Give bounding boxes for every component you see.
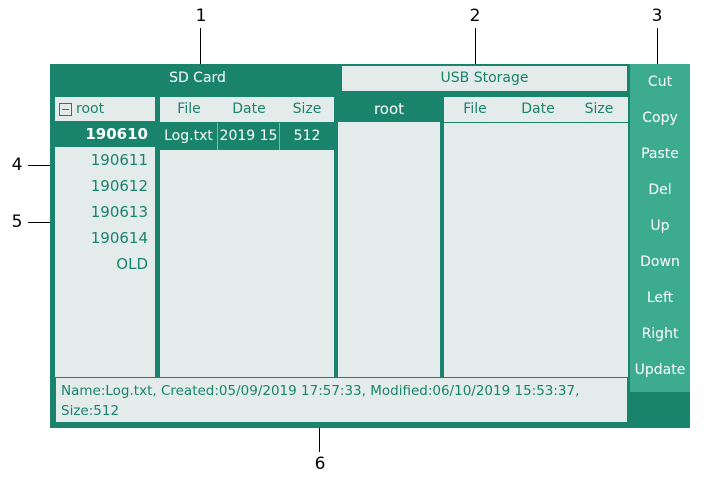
sd-file-size-cell: 512 xyxy=(293,128,321,144)
tab-usb-storage[interactable]: USB Storage xyxy=(342,66,627,91)
copy-button[interactable]: Copy xyxy=(642,110,678,126)
callout-leader-3 xyxy=(657,28,658,68)
sd-column-header-file[interactable]: File xyxy=(177,101,201,117)
usb-file-list-header: File Date Size xyxy=(444,97,628,123)
action-sidebar: Cut Copy Paste Del Up Down Left Right Up… xyxy=(630,64,690,392)
collapse-minus-icon[interactable] xyxy=(59,102,72,116)
down-button[interactable]: Down xyxy=(640,254,680,270)
callout-leader-1 xyxy=(200,28,201,70)
usb-tree-root-row[interactable]: root xyxy=(338,97,440,122)
sd-tree-root-row[interactable]: root xyxy=(55,97,155,121)
usb-column-header-file[interactable]: File xyxy=(463,101,487,117)
table-row[interactable]: Log.txt 2019 15 512 xyxy=(160,123,334,150)
callout-number-4: 4 xyxy=(11,155,23,175)
storage-tab-bar: SD Card USB Storage xyxy=(50,64,628,93)
usb-directory-tree-panel[interactable]: root xyxy=(338,97,440,405)
usb-tree-empty-area[interactable] xyxy=(338,122,440,405)
sd-tree-item-190612[interactable]: 190612 xyxy=(55,173,155,199)
sd-file-date-cell: 2019 15 xyxy=(218,123,280,150)
sd-file-list-panel[interactable]: File Date Size Log.txt 2019 15 512 xyxy=(160,97,334,405)
sd-tree-root-label: root xyxy=(76,101,105,117)
sd-tree-item-190610[interactable]: 190610 xyxy=(55,121,155,147)
left-button[interactable]: Left xyxy=(646,290,674,306)
callout-number-2: 2 xyxy=(469,6,481,26)
up-button[interactable]: Up xyxy=(650,218,670,234)
tab-sd-card[interactable]: SD Card xyxy=(55,66,340,91)
callout-leader-2 xyxy=(475,28,476,70)
sd-column-header-date[interactable]: Date xyxy=(232,101,266,117)
file-info-status-bar: Name:Log.txt, Created:05/09/2019 17:57:3… xyxy=(55,377,628,423)
update-button[interactable]: Update xyxy=(634,362,686,378)
callout-number-6: 6 xyxy=(314,454,326,474)
sd-file-list-header: File Date Size xyxy=(160,97,334,123)
file-manager-window: SD Card USB Storage root 190610 190611 1… xyxy=(50,64,690,428)
sd-file-name-cell: Log.txt xyxy=(160,123,218,150)
callout-number-1: 1 xyxy=(195,6,207,26)
sd-tree-item-old[interactable]: OLD xyxy=(55,251,155,277)
usb-column-header-date[interactable]: Date xyxy=(521,101,555,117)
sd-tree-item-190614[interactable]: 190614 xyxy=(55,225,155,251)
paste-button[interactable]: Paste xyxy=(641,146,679,162)
usb-column-header-size[interactable]: Size xyxy=(584,101,614,117)
sd-directory-tree-panel[interactable]: root 190610 190611 190612 190613 190614 … xyxy=(55,97,155,405)
sd-column-header-size[interactable]: Size xyxy=(292,101,322,117)
usb-file-list-panel[interactable]: File Date Size xyxy=(444,97,628,405)
callout-number-5: 5 xyxy=(11,212,23,232)
callout-leader-4 xyxy=(28,165,65,166)
cut-button[interactable]: Cut xyxy=(647,74,673,90)
delete-button[interactable]: Del xyxy=(648,182,672,198)
right-button[interactable]: Right xyxy=(641,326,679,342)
sd-tree-item-190611[interactable]: 190611 xyxy=(55,147,155,173)
callout-leader-6 xyxy=(319,410,320,452)
sd-tree-item-190613[interactable]: 190613 xyxy=(55,199,155,225)
callout-number-3: 3 xyxy=(651,6,663,26)
